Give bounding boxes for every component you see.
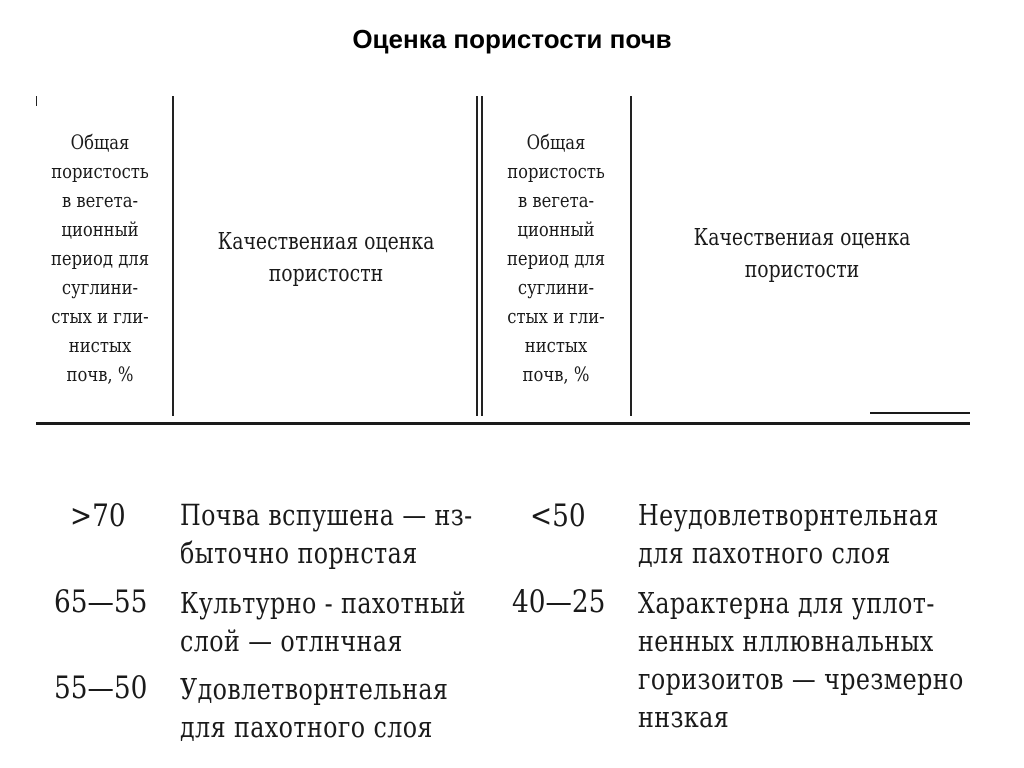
header-line: почв, % (66, 361, 134, 386)
header-line: нистых (68, 332, 132, 357)
column-divider-2a (476, 96, 478, 416)
description-line: слой — отлнчная (180, 624, 403, 658)
left-edge-mark (36, 96, 37, 106)
header-line: Качествениая оценка (693, 225, 911, 251)
header-total-porosity-right: Общая пористость в вегета- ционный перио… (497, 100, 615, 416)
header-line: пористость (507, 158, 605, 183)
column-divider-3 (630, 96, 632, 416)
header-line: нистых (524, 332, 588, 357)
header-line: Общая (526, 129, 586, 154)
header-line: пористость (51, 158, 149, 183)
porosity-value: <50 (530, 498, 586, 534)
porosity-description: Характерна для уплот- ненных нллювнальны… (638, 584, 964, 736)
header-quality-assessment-left: Качествениая оценка пористостн (203, 100, 449, 416)
description-line: Характерна для уплот- (638, 586, 935, 620)
porosity-value: 55—50 (54, 670, 148, 706)
header-line: период для (50, 245, 150, 270)
porosity-description: Почва вспушена — нз- быточно порнстая (180, 496, 473, 572)
porosity-value: 65—55 (54, 584, 148, 620)
header-quality-assessment-right: Качествениая оценка пористости (664, 100, 940, 416)
header-bottom-rule-thin (870, 412, 970, 414)
header-line: пористостн (268, 261, 384, 287)
column-divider-1 (172, 96, 174, 416)
porosity-description: Культурно - пахотный слой — отлнчная (180, 584, 466, 660)
column-divider-2b (481, 96, 483, 416)
header-line: суглини- (61, 274, 139, 299)
header-line: стых и гли- (507, 303, 605, 328)
header-line: Общая (70, 129, 130, 154)
header-line: в вегета- (61, 187, 139, 212)
header-line: почв, % (522, 361, 590, 386)
porosity-description: Неудовлетворнтельная для пахотного слоя (638, 496, 939, 572)
description-line: для пахотного слоя (180, 710, 433, 744)
header-line: пористости (744, 257, 860, 283)
description-line: Культурно - пахотный (180, 586, 466, 620)
porosity-value: >70 (70, 498, 126, 534)
header-bottom-rule (36, 422, 970, 425)
header-line: в вегета- (517, 187, 595, 212)
header-line: суглини- (517, 274, 595, 299)
header-line: стых и гли- (51, 303, 149, 328)
header-total-porosity-left: Общая пористость в вегета- ционный перио… (43, 100, 158, 416)
porosity-description: Удовлетворнтельная для пахотного слоя (180, 670, 448, 746)
description-line: Удовлетворнтельная (180, 672, 449, 706)
header-line: период для (506, 245, 606, 270)
description-line: Почва вспушена — нз- (180, 498, 473, 532)
header-line: Качествениая оценка (217, 229, 435, 255)
page-title: Оценка пористости почв (352, 24, 672, 54)
description-line: для пахотного слоя (638, 536, 891, 570)
description-line: ненных нллювнальных (638, 624, 934, 658)
description-line: быточно порнстая (180, 536, 418, 570)
description-line: ннзкая (638, 700, 730, 734)
porosity-value: 40—25 (512, 584, 606, 620)
header-line: ционный (517, 216, 595, 241)
header-line: ционный (61, 216, 139, 241)
description-line: горизоитов — чрезмерно (638, 662, 964, 696)
description-line: Неудовлетворнтельная (638, 498, 939, 532)
